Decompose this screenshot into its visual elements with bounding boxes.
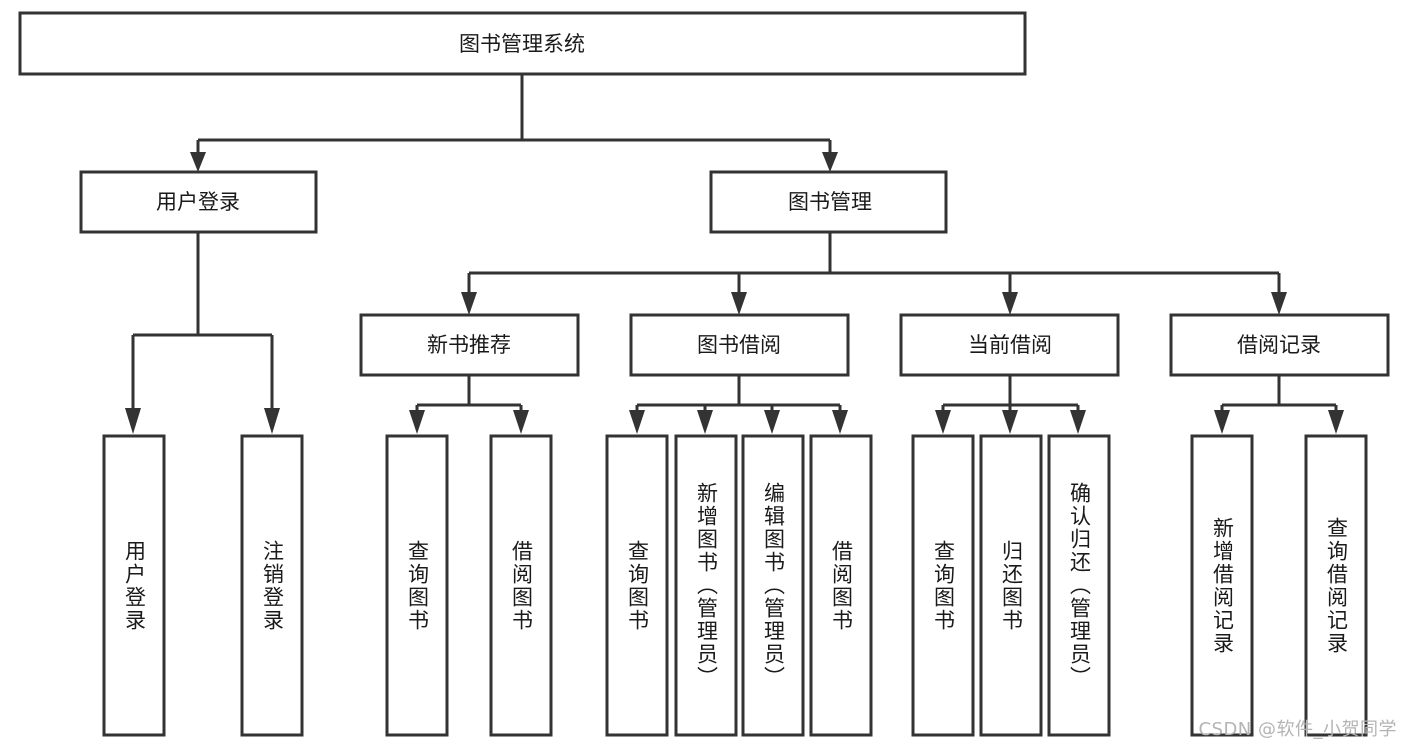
node-book-manage-label: 图书管理 bbox=[788, 190, 872, 214]
node-leaf-query-book-2-box[interactable] bbox=[605, 434, 669, 737]
arrow-head-book-manage bbox=[822, 152, 838, 172]
csdn-watermark: CSDN @软件_小贺同学 bbox=[1198, 719, 1397, 740]
node-book-borrow-box[interactable] bbox=[629, 313, 850, 377]
node-user-login-label: 用户登录 bbox=[156, 190, 240, 214]
horizontal-labels-layer: 图书管理系统 用户登录 图书管理 新书推荐 图书借阅 当前借阅 借阅记录 bbox=[156, 32, 1321, 357]
node-leaf-user-login-box[interactable] bbox=[102, 434, 166, 737]
arrow-head-leaf-borrow-book-2 bbox=[832, 410, 848, 434]
node-root-label: 图书管理系统 bbox=[459, 32, 585, 56]
node-borrow-record-box[interactable] bbox=[1169, 313, 1390, 377]
node-leaf-query-book-3-box[interactable] bbox=[911, 434, 975, 737]
arrow-head-leaf-add-record bbox=[1214, 410, 1230, 434]
node-new-book-recommend-label: 新书推荐 bbox=[427, 333, 511, 357]
arrow-head-leaf-borrow-book-1 bbox=[513, 410, 529, 434]
node-borrow-record-label: 借阅记录 bbox=[1237, 333, 1321, 357]
node-current-borrow-box[interactable] bbox=[899, 313, 1120, 377]
arrow-head-leaf-user-login bbox=[125, 408, 141, 434]
node-leaf-return-book-box[interactable] bbox=[979, 434, 1043, 737]
arrow-head-new-book-recommend bbox=[461, 292, 477, 315]
arrow-head-leaf-logout-login bbox=[264, 408, 280, 434]
node-root-box[interactable] bbox=[18, 11, 1027, 76]
arrow-head-leaf-query-record bbox=[1328, 410, 1344, 434]
arrow-head-leaf-add-book bbox=[697, 410, 713, 434]
node-leaf-add-book-box[interactable] bbox=[674, 434, 738, 737]
node-leaf-query-book-1-box[interactable] bbox=[385, 434, 449, 737]
node-leaf-edit-book-box[interactable] bbox=[741, 434, 805, 737]
nodes-layer bbox=[18, 11, 1390, 737]
arrow-head-leaf-query-book-3 bbox=[935, 410, 951, 434]
node-current-borrow-label: 当前借阅 bbox=[968, 333, 1052, 357]
arrow-head-leaf-query-book-2 bbox=[629, 410, 645, 434]
node-leaf-confirm-return-box[interactable] bbox=[1047, 434, 1111, 737]
node-leaf-query-record-box[interactable] bbox=[1304, 434, 1368, 737]
arrow-head-leaf-return-book bbox=[1002, 410, 1018, 434]
node-new-book-recommend-box[interactable] bbox=[359, 313, 580, 377]
arrow-head-borrow-record bbox=[1271, 292, 1287, 315]
arrow-head-leaf-query-book-1 bbox=[409, 410, 425, 434]
arrow-head-current-borrow bbox=[1002, 292, 1018, 315]
node-leaf-add-record-box[interactable] bbox=[1190, 434, 1254, 737]
node-book-manage-box[interactable] bbox=[709, 170, 948, 234]
node-book-borrow-label: 图书借阅 bbox=[697, 333, 781, 357]
node-leaf-borrow-book-1-box[interactable] bbox=[489, 434, 553, 737]
node-user-login-box[interactable] bbox=[79, 170, 318, 234]
arrow-head-leaf-edit-book bbox=[764, 410, 780, 434]
arrow-head-user-login bbox=[190, 152, 206, 172]
connectors-layer bbox=[125, 74, 1344, 434]
node-leaf-borrow-book-2-box[interactable] bbox=[809, 434, 873, 737]
arrow-head-leaf-confirm-return bbox=[1070, 410, 1086, 434]
node-leaf-logout-login-box[interactable] bbox=[240, 434, 304, 737]
arrow-head-book-borrow bbox=[731, 292, 747, 315]
